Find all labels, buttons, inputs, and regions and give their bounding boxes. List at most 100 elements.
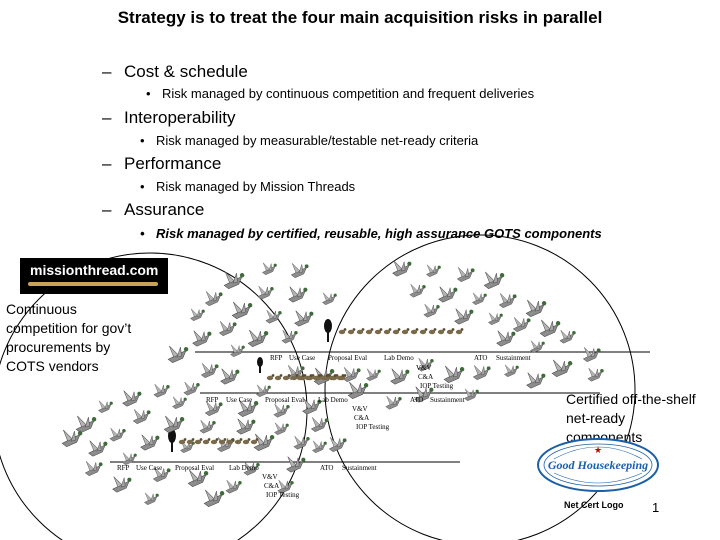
right-circle xyxy=(324,234,636,540)
label-proposal-eval: Proposal Eval xyxy=(175,464,215,472)
flying-duck-icon xyxy=(109,427,127,442)
flying-duck-icon xyxy=(231,301,253,320)
flying-duck-icon xyxy=(200,362,220,379)
flying-duck-icon xyxy=(273,403,291,418)
bullet-interoperability: –Interoperability xyxy=(102,108,236,127)
duckling-icon xyxy=(266,374,275,381)
flying-duck-icon xyxy=(365,368,382,382)
flying-duck-icon xyxy=(199,419,217,434)
duckling-icon xyxy=(374,328,383,335)
sub-bullet-interoperability: •Risk managed by measurable/testable net… xyxy=(140,133,479,148)
flying-duck-icon xyxy=(385,395,403,410)
duckling-icon xyxy=(383,328,392,335)
label-rfp: RFP xyxy=(206,396,219,404)
label-iop-testing: IOP Testing xyxy=(420,382,454,390)
flying-duck-icon xyxy=(189,308,206,322)
duckling-icon xyxy=(410,328,419,335)
label-ato: ATO xyxy=(320,464,334,472)
flying-duck-icon xyxy=(559,329,577,344)
flying-duck-icon xyxy=(192,330,212,347)
flying-duck-icon xyxy=(204,290,224,307)
label-vv: V&V xyxy=(352,405,368,413)
flying-duck-icon xyxy=(288,286,308,303)
slide-title: Strategy is to treat the four main acqui… xyxy=(117,8,603,27)
label-iop-testing: IOP Testing xyxy=(356,423,390,431)
label-lab-demo: Lab Demo xyxy=(384,354,414,362)
label-use-case: Use Case xyxy=(136,464,163,472)
flying-duck-icon xyxy=(390,368,410,385)
flying-duck-icon xyxy=(112,476,132,493)
flying-duck-icon xyxy=(257,285,275,300)
flying-duck-icon xyxy=(503,364,520,378)
flying-duck-icon xyxy=(582,346,602,363)
bullet-assurance: –Assurance xyxy=(102,200,205,219)
missionthread-logo: missionthread.com xyxy=(20,258,168,294)
duckling-icon xyxy=(202,438,211,445)
svg-text:Good Housekeeping: Good Housekeeping xyxy=(548,458,648,472)
flying-duck-icon xyxy=(167,345,189,364)
flying-duck-icon xyxy=(247,329,269,348)
flying-duck-icon xyxy=(84,460,104,477)
flying-duck-icon xyxy=(321,292,338,306)
duckling-icon xyxy=(446,328,455,335)
flying-duck-icon xyxy=(454,308,474,325)
flying-duck-icon xyxy=(487,312,504,326)
flying-duck-icon xyxy=(183,381,201,396)
flying-duck-icon xyxy=(122,390,142,407)
flying-duck-icon xyxy=(171,396,188,410)
flying-duck-icon xyxy=(551,359,573,378)
label-ato: ATO xyxy=(410,396,424,404)
flying-duck-icon xyxy=(525,299,547,318)
flying-duck-icon xyxy=(290,262,310,279)
flying-duck-icon xyxy=(425,264,442,278)
flying-duck-icon xyxy=(328,436,348,453)
duckling-icon xyxy=(401,328,410,335)
flying-duck-icon xyxy=(456,266,476,283)
flying-duck-icon xyxy=(261,262,278,276)
label-iop-testing: IOP Testing xyxy=(266,491,300,499)
duckling-icon xyxy=(194,438,203,445)
flying-duck-icon xyxy=(530,340,546,354)
duckling-icon xyxy=(437,328,446,335)
flying-duck-icon xyxy=(236,418,256,435)
flying-duck-icon xyxy=(463,388,480,402)
bullet-performance: –Performance xyxy=(102,154,222,173)
flying-duck-icon xyxy=(187,469,209,488)
flying-duck-icon xyxy=(438,286,458,303)
flying-duck-icon xyxy=(293,435,311,450)
flying-duck-icon xyxy=(88,440,108,457)
label-ato: ATO xyxy=(474,354,488,362)
flying-duck-icon xyxy=(286,456,306,473)
flying-duck-icon xyxy=(220,368,240,385)
flying-duck-icon xyxy=(471,292,488,306)
flying-duck-icon xyxy=(273,422,290,436)
duckling-icon xyxy=(242,438,251,445)
flying-duck-icon xyxy=(443,365,465,384)
flying-duck-icon xyxy=(311,440,328,454)
label-use-case: Use Case xyxy=(226,396,253,404)
page-number: 1 xyxy=(652,500,660,515)
flying-duck-icon xyxy=(229,344,246,358)
label-vv: V&V xyxy=(262,473,278,481)
flying-duck-icon xyxy=(409,283,427,298)
label-rfp: RFP xyxy=(117,464,130,472)
label-ca: C&A xyxy=(418,373,434,381)
label-lab-demo: Lab Demo xyxy=(229,464,259,472)
duckling-icon xyxy=(392,328,401,335)
good-housekeeping-seal: Good Housekeeping ★ xyxy=(537,438,659,492)
flying-duck-icon xyxy=(512,316,532,333)
flying-duck-icon xyxy=(203,489,225,508)
bullet-cost-schedule: –Cost & schedule xyxy=(102,62,248,81)
duckling-icon xyxy=(178,438,187,445)
label-proposal-eval: Proposal Eval xyxy=(265,396,305,404)
label-proposal-eval: Proposal Eval xyxy=(328,354,368,362)
label-rfp: RFP xyxy=(270,354,283,362)
flying-duck-icon xyxy=(496,330,516,347)
flying-duck-icon xyxy=(347,381,369,400)
flying-duck-icon xyxy=(498,292,518,309)
flying-duck-icon xyxy=(225,479,243,494)
flying-duck-icon xyxy=(75,415,97,434)
label-lab-demo: Lab Demo xyxy=(318,396,348,404)
label-sustainment: Sustainment xyxy=(430,396,465,404)
